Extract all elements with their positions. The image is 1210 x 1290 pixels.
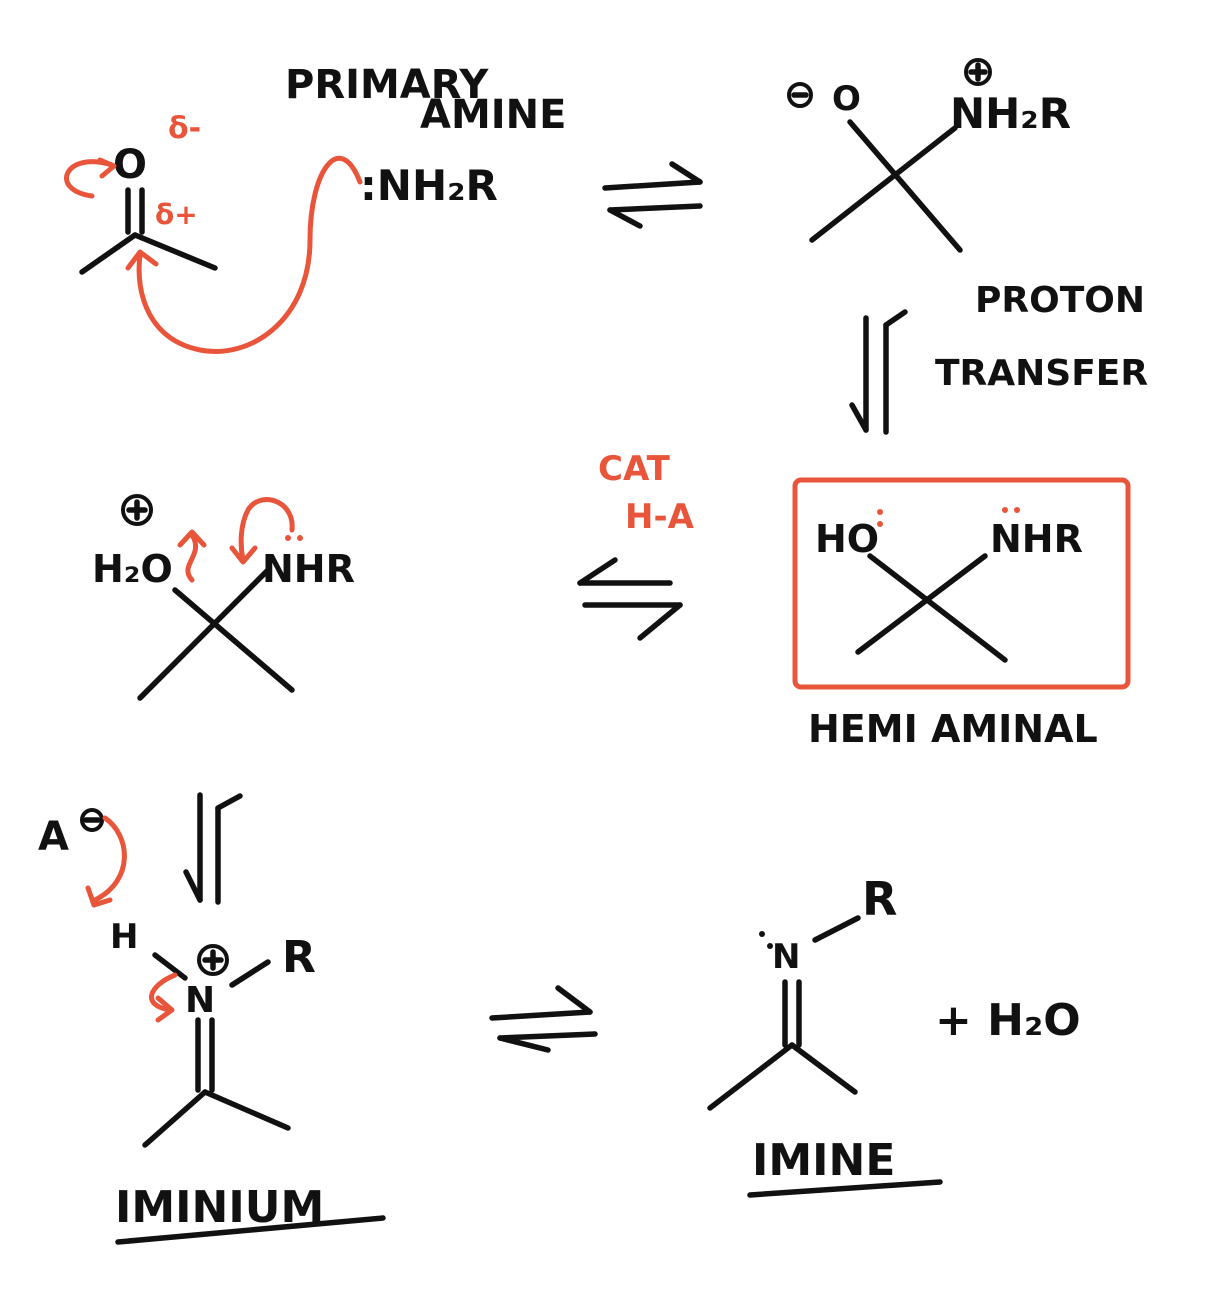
delta-minus: δ- bbox=[168, 111, 201, 146]
pi-bond-arrow bbox=[149, 972, 178, 1013]
iminium-n: N bbox=[185, 980, 215, 1021]
leaving-group-arrow bbox=[185, 532, 199, 583]
carbonyl-arrow bbox=[64, 159, 115, 199]
deprotonation-arrow-head bbox=[85, 885, 113, 908]
proton-label-1: PROTON bbox=[975, 280, 1145, 321]
hemiaminal-nhr: NHR bbox=[990, 517, 1083, 561]
lone-pair-arrow-head bbox=[229, 545, 258, 565]
equilibrium-arrow-1 bbox=[602, 161, 703, 229]
equilibrium-arrow-proton bbox=[849, 309, 908, 435]
hemiaminal-structure: HO NHR bbox=[815, 507, 1083, 663]
oxonium-nhr: NHR bbox=[262, 547, 355, 591]
imine-n: N bbox=[772, 937, 800, 977]
title-primary: PRIMARY bbox=[285, 62, 489, 108]
cat-label-2: H-A bbox=[625, 497, 695, 537]
imine-name: IMINE bbox=[752, 1135, 895, 1186]
iminium-h: H bbox=[110, 917, 138, 957]
zwitterion-oxygen: O bbox=[832, 79, 861, 119]
imine-r: R bbox=[862, 872, 897, 926]
cat-label-1: CAT bbox=[598, 449, 671, 489]
zwitterion-nh2r: NH₂R bbox=[950, 89, 1071, 138]
proton-label-2: TRANSFER bbox=[935, 353, 1148, 394]
iminium-r: R bbox=[282, 932, 316, 983]
hemiaminal-box bbox=[792, 477, 1131, 690]
attack-arrow-head bbox=[125, 249, 159, 271]
imine-structure: N R bbox=[707, 872, 897, 1111]
title-amine: AMINE bbox=[420, 92, 566, 138]
nucleophilic-attack-arrow bbox=[136, 156, 363, 354]
equilibrium-arrow-4 bbox=[489, 985, 598, 1053]
hemiaminal-name: HEMI AMINAL bbox=[808, 707, 1098, 751]
equilibrium-arrow-2 bbox=[577, 557, 683, 641]
water-byproduct: + H₂O bbox=[935, 995, 1081, 1046]
base-a: A bbox=[38, 814, 69, 860]
carbonyl-arrow-head bbox=[97, 157, 117, 179]
imine-underline bbox=[747, 1179, 943, 1198]
hemiaminal-ho: HO bbox=[815, 517, 879, 561]
deprotonation-arrow bbox=[92, 815, 127, 903]
carbonyl-structure: O bbox=[79, 142, 218, 275]
iminium-underline bbox=[115, 1215, 386, 1245]
oxonium-structure: H₂O NHR bbox=[92, 494, 355, 701]
delta-plus: δ+ bbox=[155, 198, 198, 231]
amine-reagent: :NH₂R bbox=[360, 161, 498, 210]
oxonium-h2o: H₂O bbox=[92, 547, 173, 591]
leaving-arrow-head bbox=[177, 529, 207, 548]
lone-pair-arrow bbox=[238, 497, 295, 563]
pi-bond-arrow-head bbox=[155, 995, 175, 1023]
zwitterion-structure: O NH₂R bbox=[787, 58, 1071, 253]
iminium-structure: H N R bbox=[110, 917, 316, 1148]
equilibrium-arrow-3 bbox=[183, 792, 243, 905]
carbonyl-oxygen: O bbox=[113, 142, 147, 188]
